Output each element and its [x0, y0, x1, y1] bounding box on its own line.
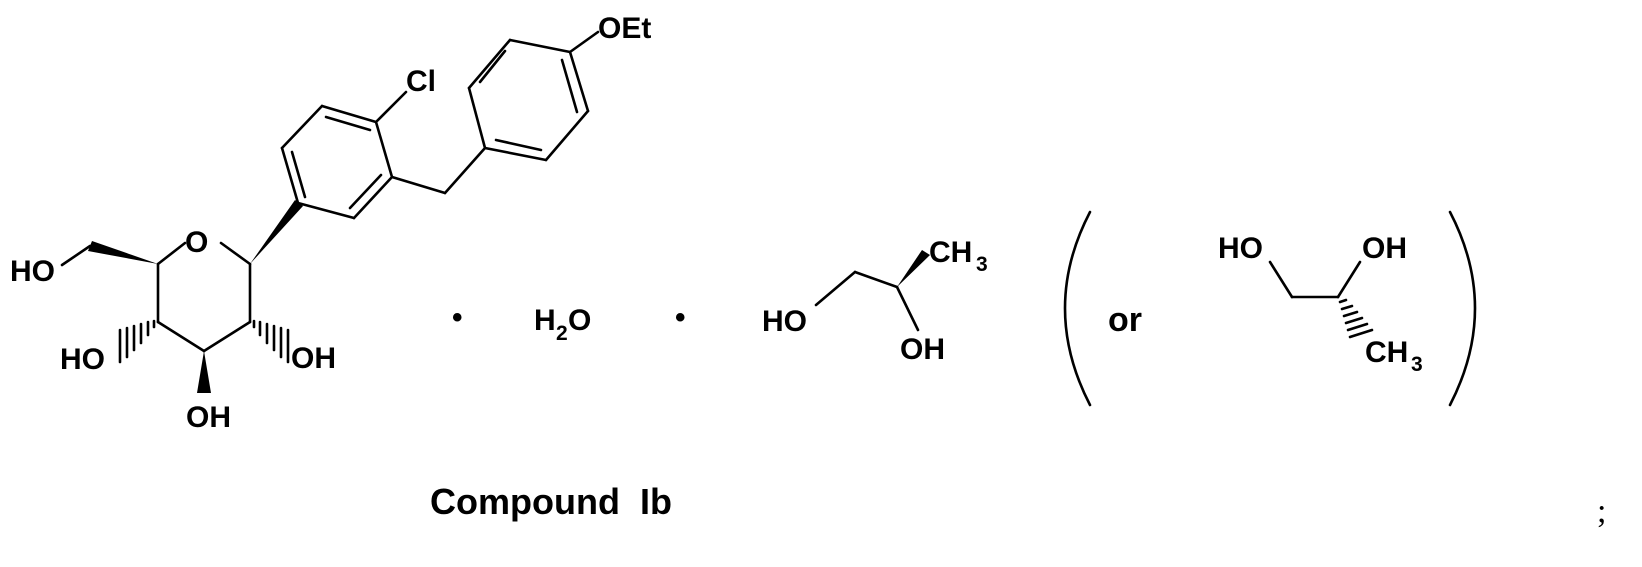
left-parenthesis — [1065, 212, 1090, 405]
hashed-bond-methyl — [1340, 300, 1372, 337]
svg-text:OH: OH — [900, 333, 945, 366]
compound-ib-structure: OEt Cl O HO HO OH OH — [10, 12, 651, 434]
c4-hydroxyl-label: HO — [60, 343, 105, 376]
svg-text:CH: CH — [1365, 336, 1408, 369]
hashed-bond-c2 — [254, 321, 288, 362]
wedge-bond-c5 — [88, 241, 158, 264]
ring-oxygen-label: O — [185, 226, 208, 259]
c3-hydroxyl-label: OH — [186, 401, 231, 434]
wedge-bond-methyl — [897, 250, 930, 287]
propylene-glycol-structure: CH 3 HO OH — [762, 236, 988, 366]
svg-text:OH: OH — [1362, 232, 1407, 265]
water-formula: H 2 O — [534, 304, 591, 345]
wedge-bond-c3 — [197, 351, 211, 393]
separator-dot-1: • — [452, 301, 463, 334]
svg-text:3: 3 — [976, 253, 988, 276]
compound-caption: Compound Ib — [430, 481, 672, 522]
trailing-semicolon: ; — [1597, 493, 1606, 530]
svg-text:2: 2 — [556, 322, 568, 345]
pyranose-ring — [158, 243, 250, 351]
svg-text:3: 3 — [1411, 353, 1423, 376]
ethoxyphenyl-ring — [469, 40, 588, 160]
svg-text:HO: HO — [1218, 232, 1263, 265]
separator-dot-2: • — [675, 301, 686, 334]
chloro-label: Cl — [406, 65, 436, 98]
wedge-bond-c1 — [250, 200, 303, 264]
svg-text:CH: CH — [929, 236, 972, 269]
ethoxy-label: OEt — [598, 12, 651, 45]
propylene-glycol-alt-structure: HO OH CH 3 — [1218, 232, 1423, 376]
hydroxymethyl-ho-label: HO — [10, 255, 55, 288]
svg-text:H: H — [534, 304, 556, 337]
or-label: or — [1108, 301, 1142, 339]
c2-hydroxyl-label: OH — [291, 342, 336, 375]
svg-text:O: O — [568, 304, 591, 337]
hashed-bond-c4 — [120, 321, 154, 362]
right-parenthesis — [1450, 212, 1475, 405]
svg-text:HO: HO — [762, 305, 807, 338]
